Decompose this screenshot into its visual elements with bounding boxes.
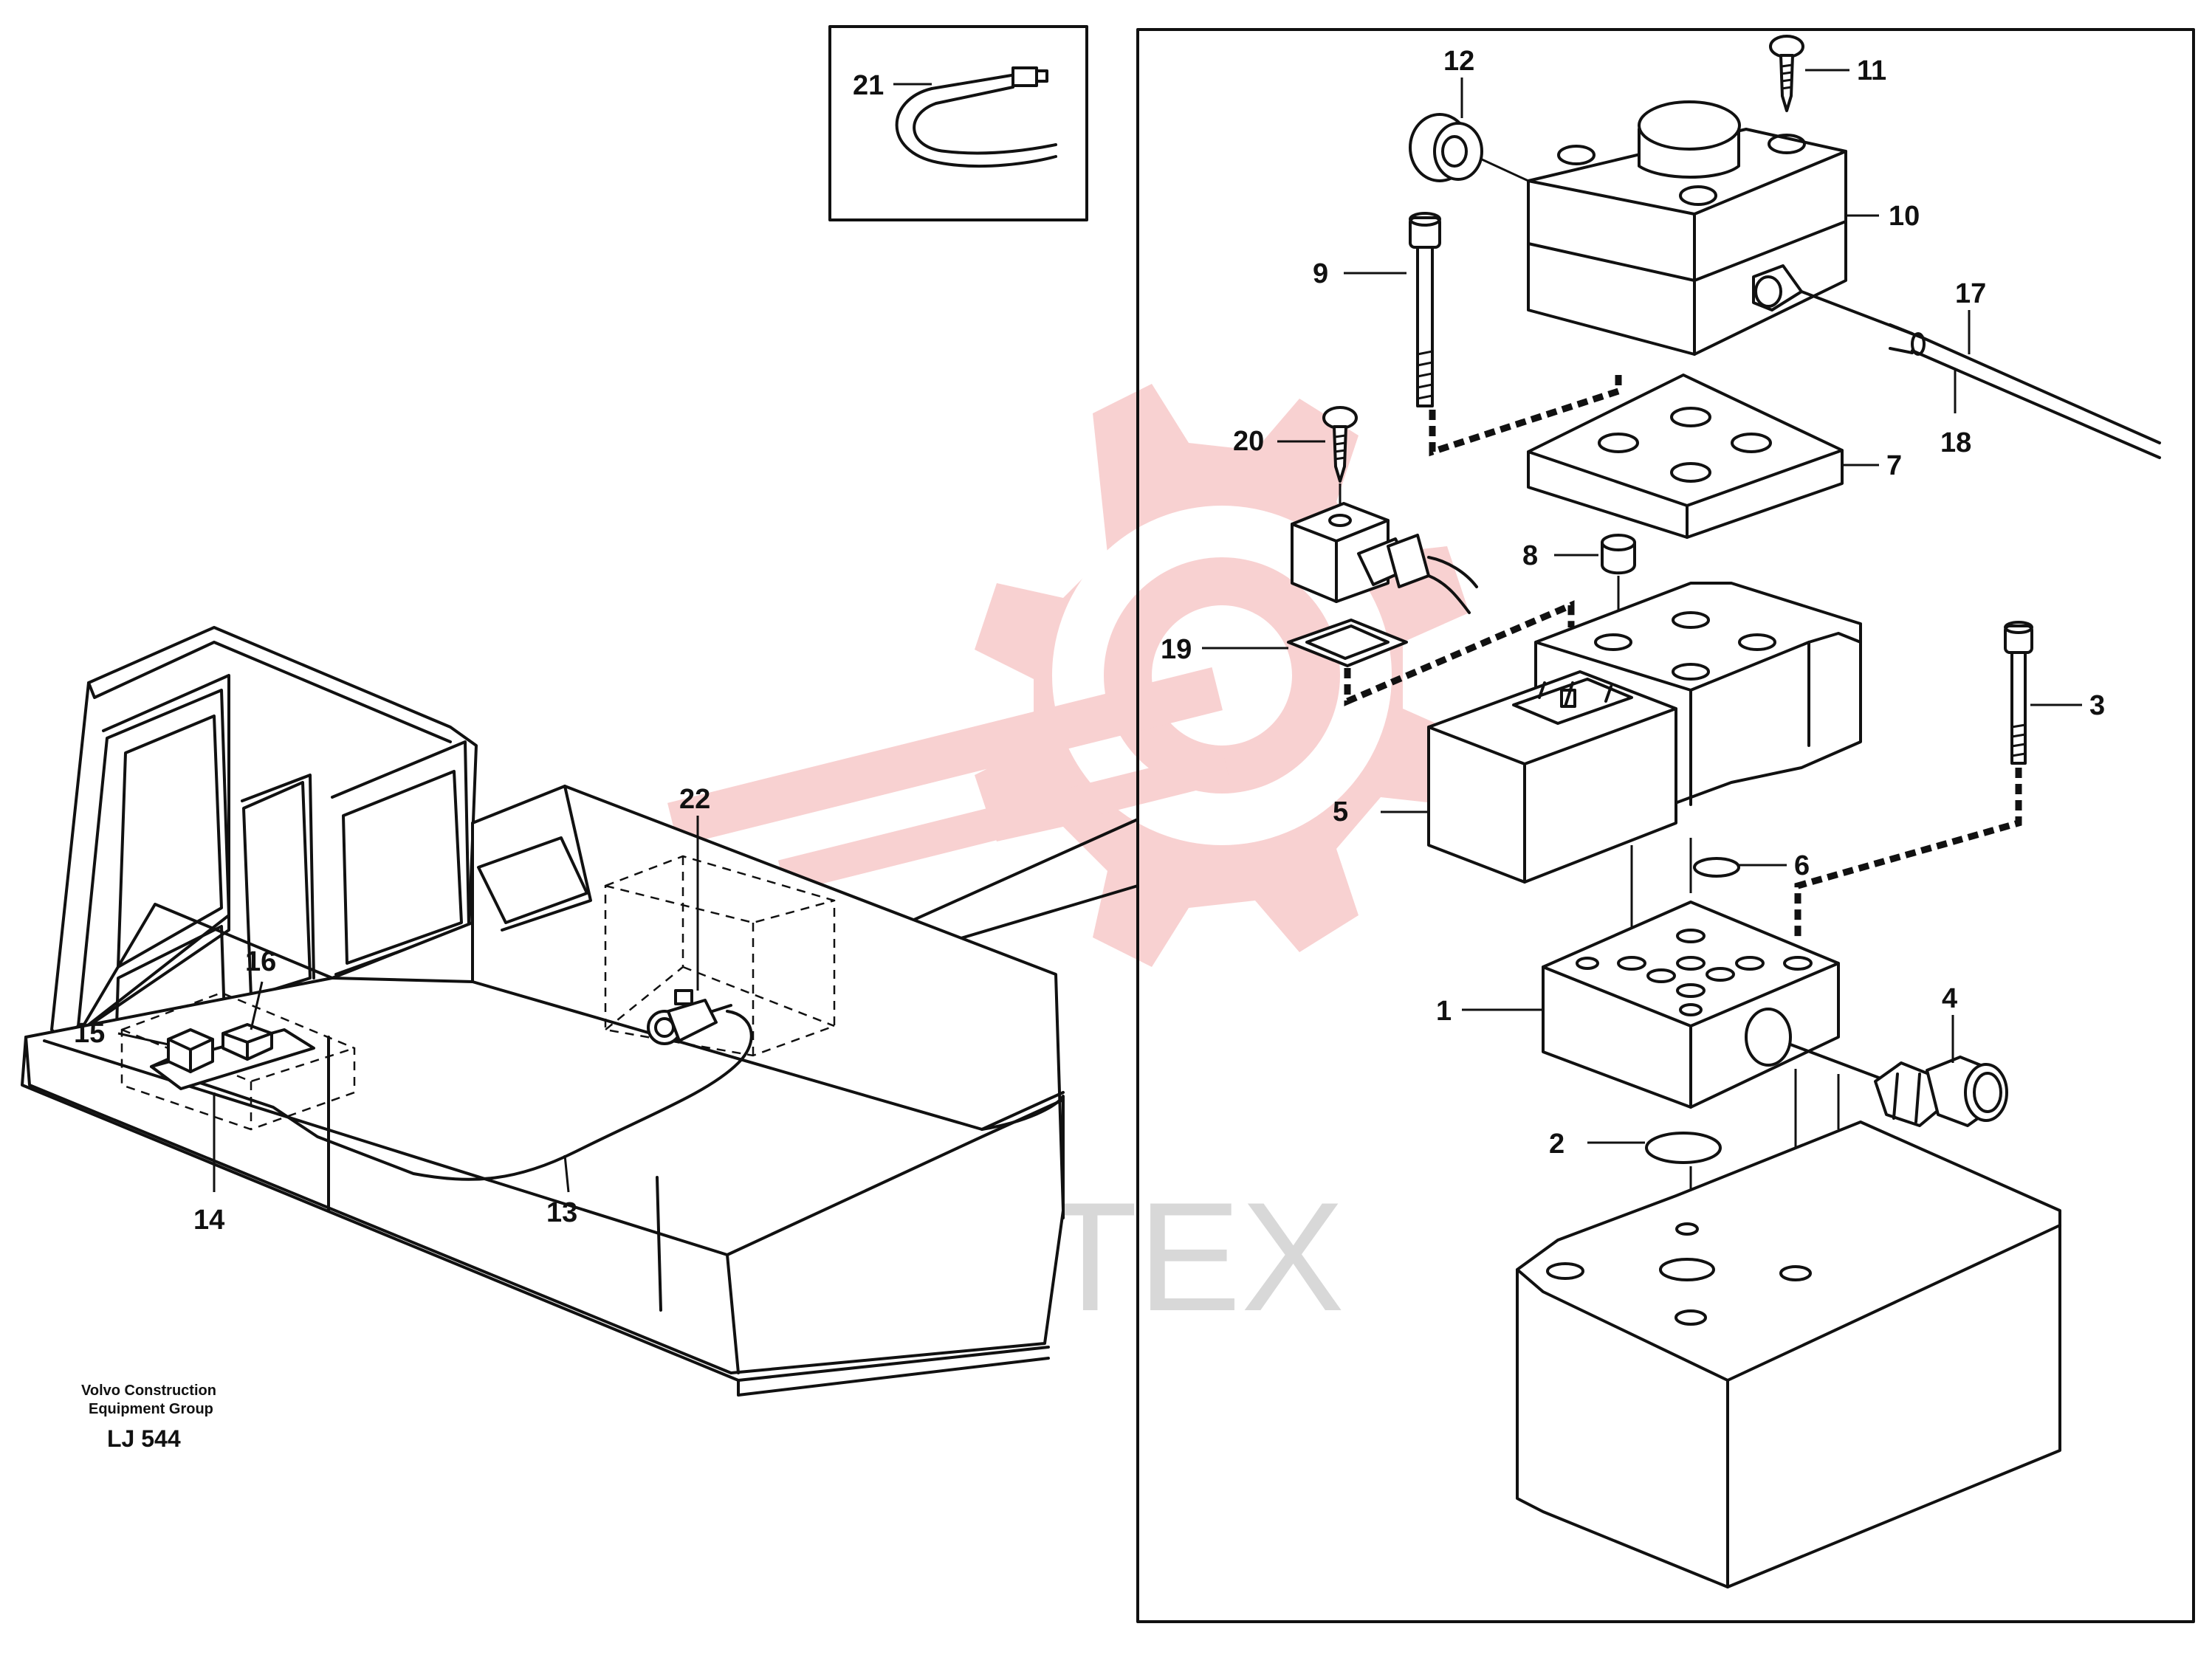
callout-6: 6	[1794, 850, 1810, 881]
callout-2: 2	[1549, 1129, 1564, 1160]
o-ring-6-icon	[1693, 857, 1740, 878]
callout-1: 1	[1436, 996, 1452, 1027]
callout-10: 10	[1889, 201, 1920, 232]
callout-20: 20	[1233, 426, 1264, 457]
callout-12: 12	[1443, 46, 1474, 77]
cover-10-icon	[1527, 100, 1847, 356]
callout-5: 5	[1333, 796, 1348, 827]
callout-11: 11	[1857, 55, 1886, 86]
inset-frame	[828, 25, 1088, 221]
callout-3: 3	[2089, 690, 2105, 721]
callout-15: 15	[74, 1018, 105, 1049]
callout-4: 4	[1942, 983, 1957, 1014]
gasket-19-icon	[1287, 619, 1408, 667]
relay-icon	[221, 1023, 273, 1061]
plate-7-icon	[1527, 373, 1844, 539]
fitting-4-icon	[1789, 1043, 2008, 1127]
detail-frame	[1136, 28, 2195, 1623]
caption-company-line2: Equipment Group	[89, 1401, 213, 1417]
callout-17: 17	[1955, 278, 1986, 309]
relay-icon	[167, 1028, 214, 1073]
callout-18: 18	[1940, 427, 1971, 458]
base-block-icon	[1516, 1120, 2061, 1588]
plug-12-icon	[1409, 113, 1483, 182]
bolt-3-icon	[2004, 621, 2033, 765]
solenoid-coil-5-icon	[1427, 582, 1862, 884]
cable-icon	[1800, 290, 2161, 459]
bolt-9-icon	[1409, 212, 1441, 407]
screw-20-icon	[1322, 406, 1358, 483]
callout-7: 7	[1886, 450, 1902, 481]
caption-code: LJ 544	[107, 1425, 181, 1452]
valve-location-box	[604, 855, 836, 1057]
callout-8: 8	[1522, 540, 1538, 571]
callout-16: 16	[245, 946, 276, 977]
callout-21: 21	[853, 70, 884, 101]
sandwich-plate-1-icon	[1542, 901, 1840, 1109]
caption-company-line1: Volvo Construction	[81, 1383, 216, 1399]
callout-14: 14	[193, 1205, 224, 1236]
callout-9: 9	[1313, 258, 1328, 289]
harness-cable	[150, 1010, 753, 1181]
relay-location-box	[120, 991, 356, 1131]
cable-tie-icon	[895, 66, 1057, 168]
excavator-body	[21, 626, 1065, 1397]
callout-22: 22	[679, 784, 710, 815]
o-ring-2-icon	[1645, 1132, 1722, 1164]
callout-19: 19	[1161, 634, 1192, 665]
solenoid-valve-icon	[647, 989, 732, 1045]
callout-13: 13	[546, 1197, 577, 1228]
screw-11-icon	[1769, 35, 1804, 112]
din-connector-icon	[1291, 502, 1478, 614]
sleeve-8-icon	[1601, 534, 1636, 575]
